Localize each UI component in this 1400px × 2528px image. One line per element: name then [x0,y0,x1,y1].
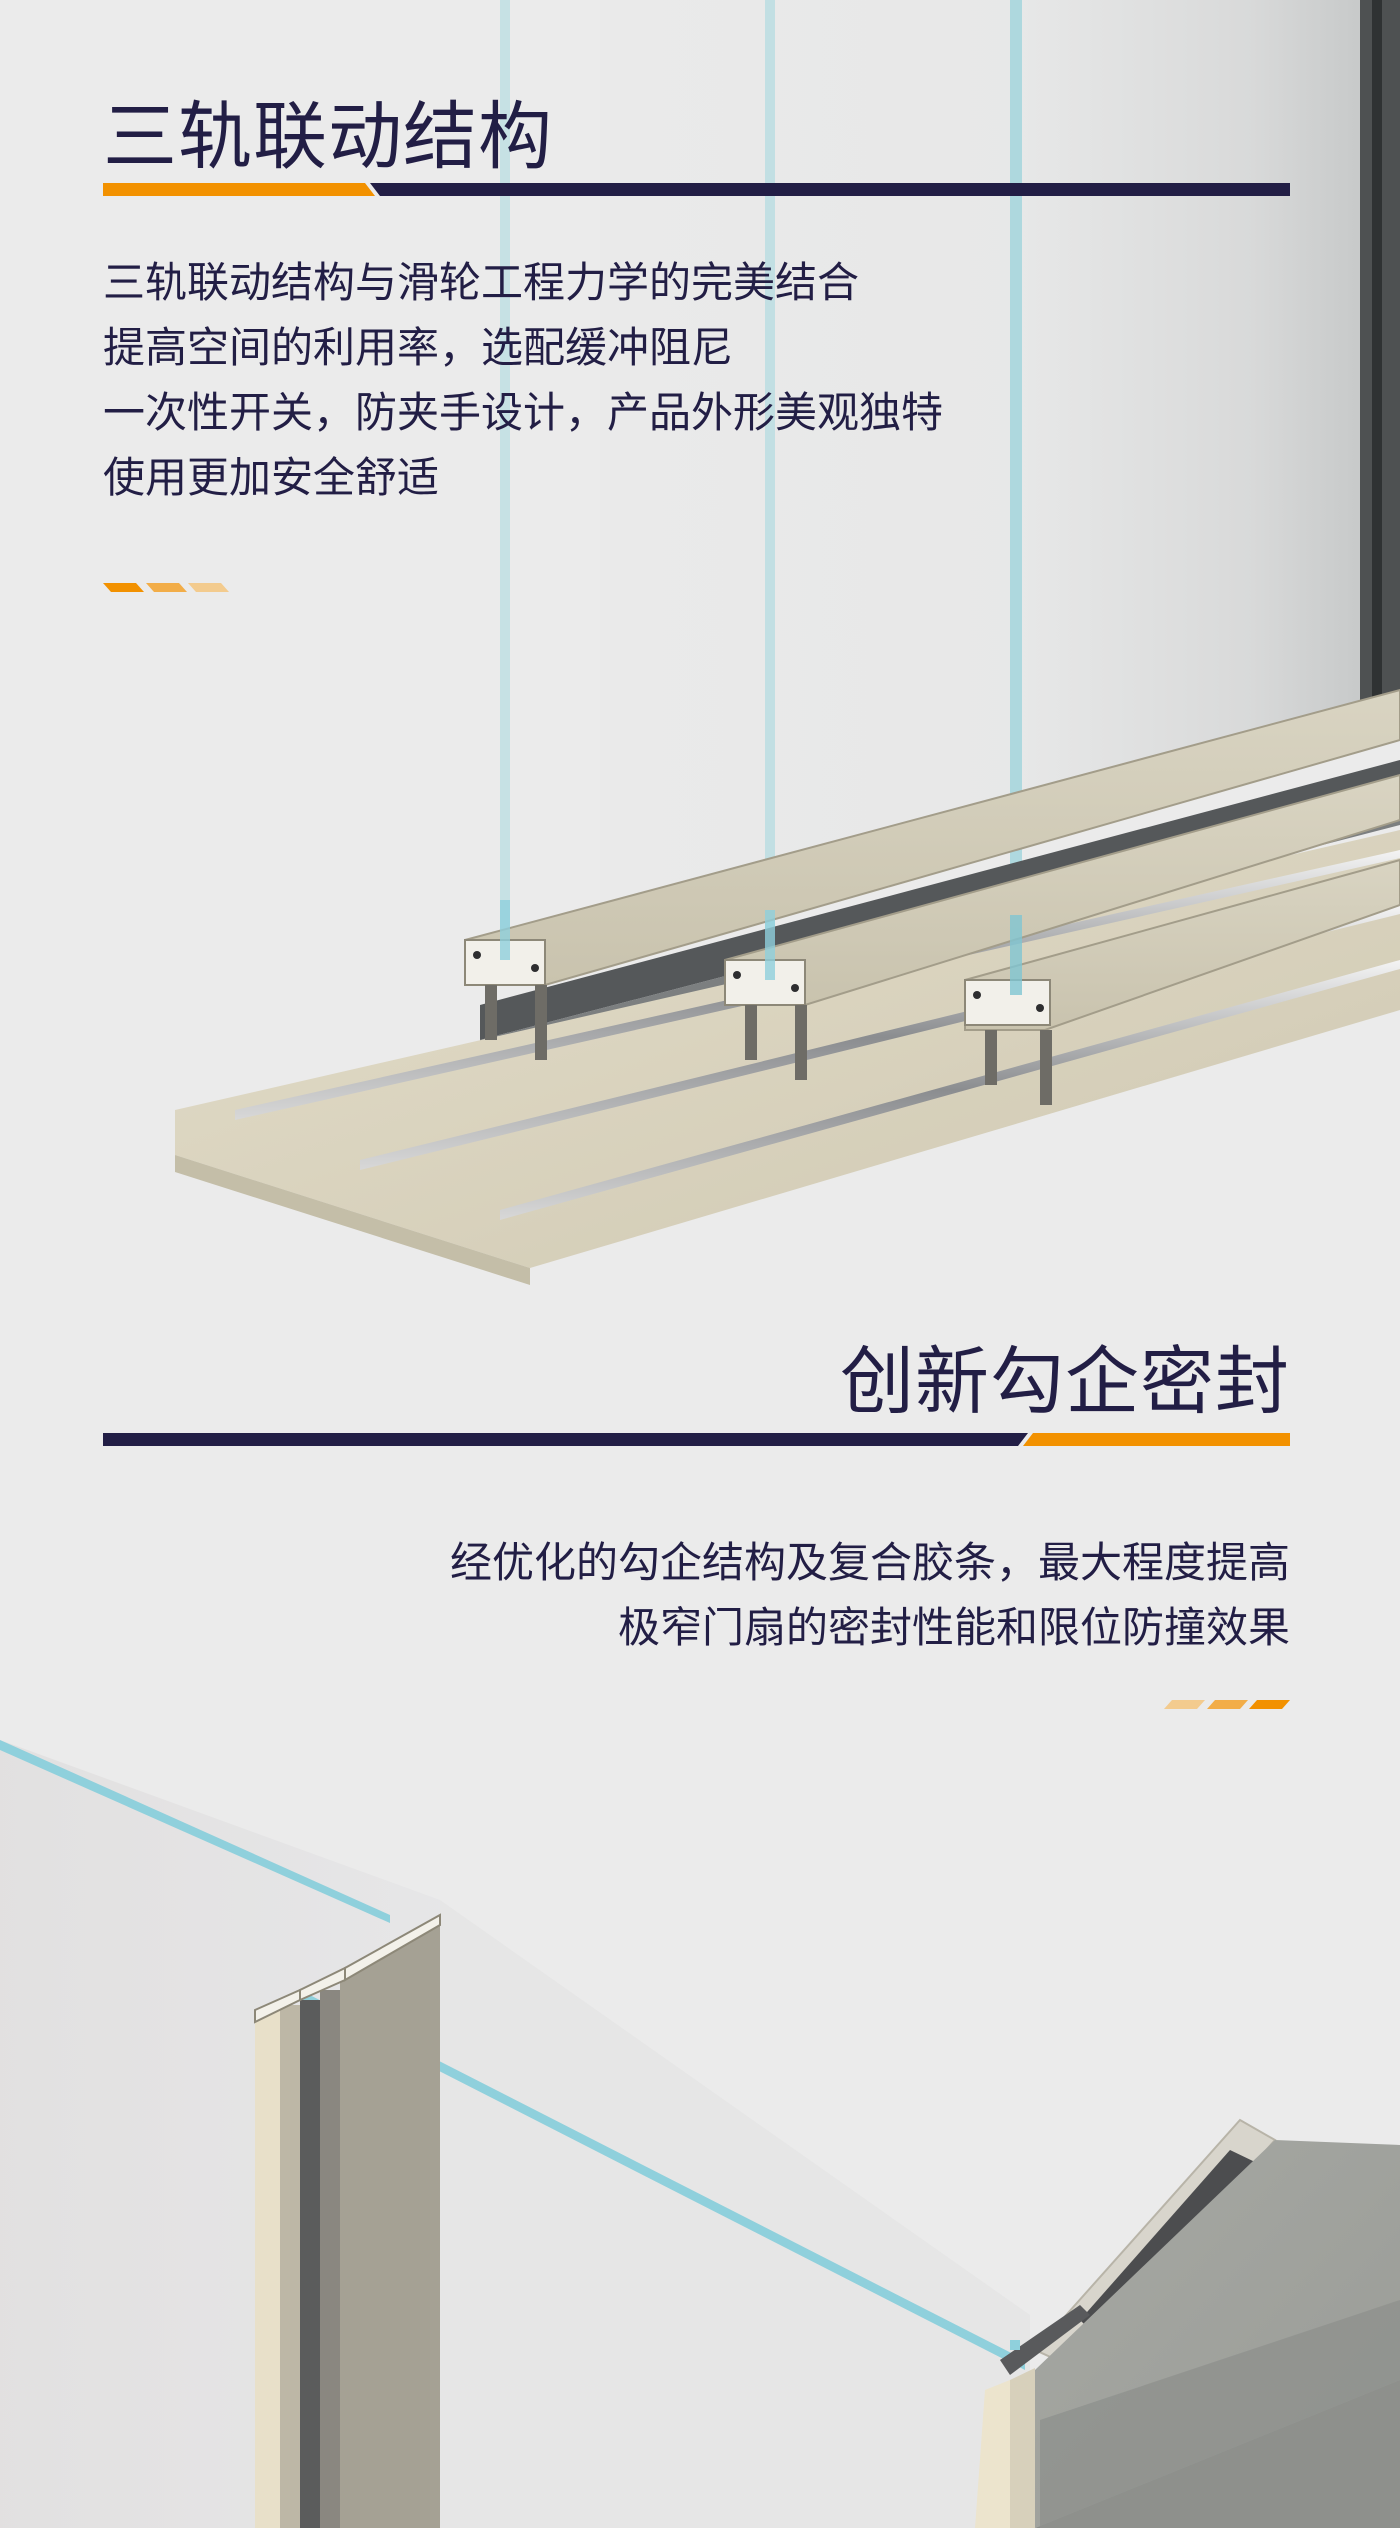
section-title: 三轨联动结构 [103,94,553,180]
description-line: 一次性开关，防夹手设计，产品外形美观独特 [103,388,944,437]
section-hook-seal: 创新勾企密封 经优化的勾企结构及复合胶条，最大程度提高 极窄门扇的密封性能和限位… [0,1300,1400,2528]
section-three-track-structure: 三轨联动结构 三轨联动结构与滑轮工程力学的完美结合 提高空间的利用率，选配缓冲阻… [0,0,1400,1300]
description-line: 经优化的勾企结构及复合胶条，最大程度提高 [449,1538,1290,1587]
feature-description: 三轨联动结构与滑轮工程力学的完美结合 提高空间的利用率，选配缓冲阻尼 一次性开关… [103,250,943,510]
description-line: 三轨联动结构与滑轮工程力学的完美结合 [103,258,860,307]
title-underline-bar [103,183,1290,196]
three-track-rail-render-image [175,0,1400,1285]
decorative-dashes [103,583,229,592]
title-underline-bar [103,1433,1290,1446]
description-line: 提高空间的利用率，选配缓冲阻尼 [103,323,734,372]
description-line: 极窄门扇的密封性能和限位防撞效果 [617,1603,1290,1652]
feature-description: 经优化的勾企结构及复合胶条，最大程度提高 极窄门扇的密封性能和限位防撞效果 [450,1530,1290,1660]
decorative-dashes [1164,1700,1290,1709]
hook-seal-render-image [0,1740,1400,2528]
section-title: 创新勾企密封 [840,1339,1290,1425]
description-line: 使用更加安全舒适 [103,453,440,502]
